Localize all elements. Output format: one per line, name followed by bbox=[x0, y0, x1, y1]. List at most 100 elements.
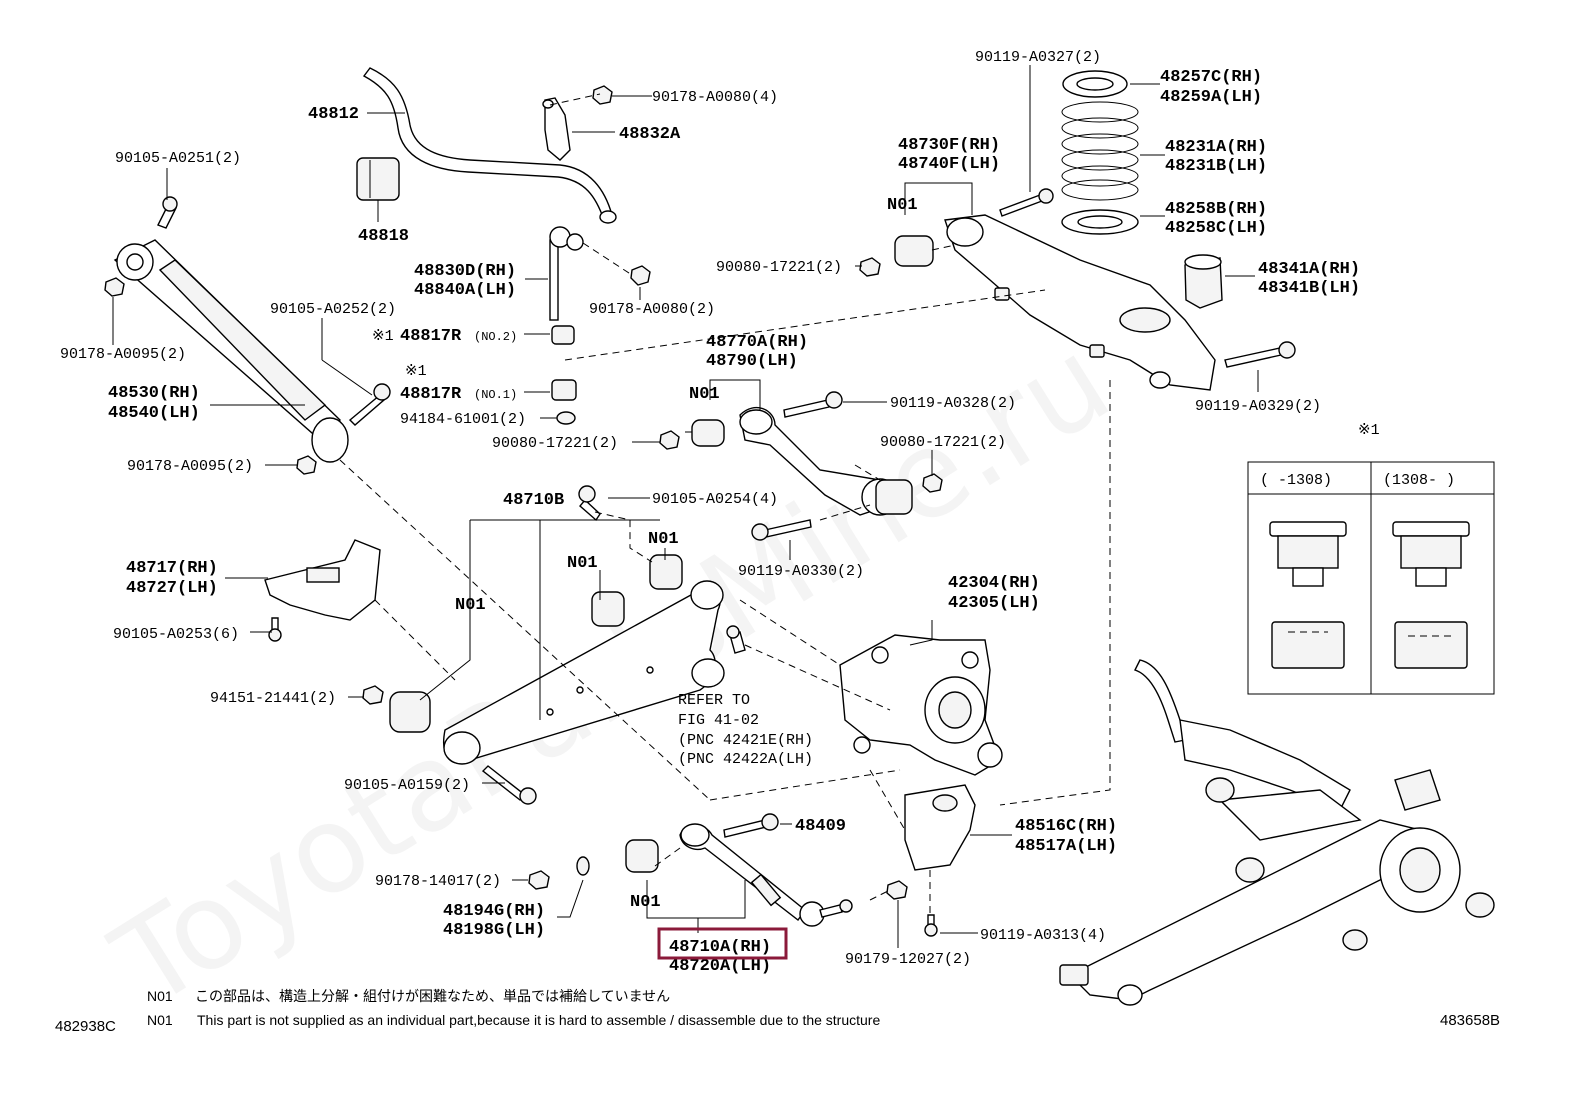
bolt-90119-a0328[interactable] bbox=[783, 391, 843, 418]
shock-top-bolt[interactable] bbox=[157, 196, 178, 229]
shock-bottom-bolt[interactable] bbox=[348, 383, 391, 426]
label-48740f[interactable]: 48740F(LH) bbox=[898, 155, 1000, 174]
label-48818[interactable]: 48818 bbox=[358, 227, 409, 246]
label-42304[interactable]: 42304(RH) bbox=[948, 574, 1040, 593]
spring-lower-seat[interactable] bbox=[1061, 209, 1139, 235]
stabilizer-bracket[interactable] bbox=[542, 97, 571, 161]
bolt-90119-a0329[interactable] bbox=[1224, 341, 1296, 368]
label-48710a[interactable]: 48710A(RH) bbox=[669, 938, 771, 957]
label-48770a[interactable]: 48770A(RH) bbox=[706, 333, 808, 352]
label-48727[interactable]: 48727(LH) bbox=[126, 579, 218, 598]
nut-90080-upper[interactable] bbox=[859, 257, 881, 277]
bump-stopper[interactable] bbox=[1184, 254, 1223, 309]
label-48341b[interactable]: 48341B(LH) bbox=[1258, 279, 1360, 298]
label-48790[interactable]: 48790(LH) bbox=[706, 352, 798, 371]
spring-upper-seat[interactable] bbox=[1062, 70, 1128, 98]
refer-line-4[interactable]: (PNC 42422A(LH) bbox=[678, 751, 813, 768]
stabilizer-bushing[interactable] bbox=[356, 157, 400, 201]
bolt-90105-a0253[interactable] bbox=[268, 617, 282, 642]
shock-absorber[interactable] bbox=[113, 239, 349, 463]
nut-90080-mid[interactable] bbox=[659, 430, 680, 450]
label-90178-14017[interactable]: 90178-14017(2) bbox=[375, 873, 501, 890]
trailing-arm-bushing-front[interactable] bbox=[389, 691, 431, 733]
label-90119-a0330[interactable]: 90119-A0330(2) bbox=[738, 563, 864, 580]
bushing-upper-arm-outer[interactable] bbox=[875, 479, 913, 515]
nut-90179[interactable] bbox=[886, 880, 908, 900]
label-48258c[interactable]: 48258C(LH) bbox=[1165, 219, 1267, 238]
trailing-arm-bushing-mid[interactable] bbox=[591, 591, 625, 627]
label-48198g[interactable]: 48198G(LH) bbox=[443, 921, 545, 940]
bolt-48409[interactable] bbox=[723, 813, 779, 838]
label-48710b[interactable]: 48710B bbox=[503, 491, 564, 510]
label-90119-a0329[interactable]: 90119-A0329(2) bbox=[1195, 398, 1321, 415]
lateral-arm-48710a[interactable] bbox=[679, 823, 825, 927]
washer-48194g[interactable] bbox=[576, 856, 590, 876]
label-90080-17221-left[interactable]: 90080-17221(2) bbox=[492, 435, 618, 452]
label-90178-a0095-bottom[interactable]: 90178-A0095(2) bbox=[127, 458, 253, 475]
label-48540[interactable]: 48540(LH) bbox=[108, 404, 200, 423]
label-48341a[interactable]: 48341A(RH) bbox=[1258, 260, 1360, 279]
refer-line-3[interactable]: (PNC 42421E(RH) bbox=[678, 732, 813, 749]
label-48231a[interactable]: 48231A(RH) bbox=[1165, 138, 1267, 157]
label-90105-a0254[interactable]: 90105-A0254(4) bbox=[652, 491, 778, 508]
bolt-90105-a0254[interactable] bbox=[578, 485, 601, 522]
rear-axle-carrier[interactable] bbox=[839, 634, 1003, 776]
label-48720a[interactable]: 48720A(LH) bbox=[669, 957, 771, 976]
bolt-90119-a0313[interactable] bbox=[924, 914, 938, 937]
label-90178-a0095-top[interactable]: 90178-A0095(2) bbox=[60, 346, 186, 363]
label-48517a[interactable]: 48517A(LH) bbox=[1015, 837, 1117, 856]
label-48259a[interactable]: 48259A(LH) bbox=[1160, 88, 1262, 107]
washer-94184[interactable] bbox=[556, 411, 576, 425]
label-90119-a0327[interactable]: 90119-A0327(2) bbox=[975, 49, 1101, 66]
bracket-48516c[interactable] bbox=[904, 784, 976, 871]
label-48817r-no2[interactable]: 48817R bbox=[400, 327, 462, 346]
label-48830d[interactable]: 48830D(RH) bbox=[414, 262, 516, 281]
lateral-arm-bushing[interactable] bbox=[625, 839, 659, 873]
label-94151-21441[interactable]: 94151-21441(2) bbox=[210, 690, 336, 707]
link-nut[interactable] bbox=[630, 265, 651, 286]
bolt-lateral-end[interactable] bbox=[819, 899, 853, 918]
bracket-48717[interactable] bbox=[264, 539, 381, 621]
trailing-arm-bushing-upper[interactable] bbox=[649, 554, 683, 590]
nut-90080-right[interactable] bbox=[922, 473, 943, 493]
label-90080-17221-upper[interactable]: 90080-17221(2) bbox=[716, 259, 842, 276]
label-90178-a0080-2[interactable]: 90178-A0080(2) bbox=[589, 301, 715, 318]
label-48832a[interactable]: 48832A bbox=[619, 125, 681, 144]
label-42305[interactable]: 42305(LH) bbox=[948, 594, 1040, 613]
shock-top-nut[interactable] bbox=[104, 277, 125, 297]
nut-90178-14017[interactable] bbox=[528, 870, 550, 890]
nut-94151[interactable] bbox=[362, 685, 384, 705]
shock-bottom-nut[interactable] bbox=[296, 455, 317, 475]
label-48516c[interactable]: 48516C(RH) bbox=[1015, 817, 1117, 836]
coil-spring[interactable] bbox=[1061, 101, 1139, 201]
refer-line-1[interactable]: REFER TO bbox=[678, 692, 750, 709]
label-90080-17221-right[interactable]: 90080-17221(2) bbox=[880, 434, 1006, 451]
trailing-arm-48710b[interactable] bbox=[443, 580, 725, 765]
bushing-48817r-no2[interactable] bbox=[551, 325, 575, 345]
label-48409[interactable]: 48409 bbox=[795, 817, 846, 836]
label-48530[interactable]: 48530(RH) bbox=[108, 384, 200, 403]
bolt-90119-a0327[interactable] bbox=[999, 188, 1054, 217]
label-48194g[interactable]: 48194G(RH) bbox=[443, 902, 545, 921]
label-90105-a0251[interactable]: 90105-A0251(2) bbox=[115, 150, 241, 167]
label-90119-a0328[interactable]: 90119-A0328(2) bbox=[890, 395, 1016, 412]
label-90105-a0159[interactable]: 90105-A0159(2) bbox=[344, 777, 470, 794]
label-48258b[interactable]: 48258B(RH) bbox=[1165, 200, 1267, 219]
stabilizer-bar[interactable] bbox=[362, 67, 617, 224]
label-90179-12027[interactable]: 90179-12027(2) bbox=[845, 951, 971, 968]
bolt-center[interactable] bbox=[726, 625, 746, 654]
label-48717[interactable]: 48717(RH) bbox=[126, 559, 218, 578]
label-48817r-no1[interactable]: 48817R bbox=[400, 385, 462, 404]
label-90105-a0253[interactable]: 90105-A0253(6) bbox=[113, 626, 239, 643]
bracket-nut[interactable] bbox=[592, 85, 613, 105]
stabilizer-link[interactable] bbox=[549, 226, 584, 321]
label-94184-61001[interactable]: 94184-61001(2) bbox=[400, 411, 526, 428]
bushing-48817r-no1[interactable] bbox=[551, 379, 577, 401]
refer-line-2[interactable]: FIG 41-02 bbox=[678, 712, 759, 729]
upper-arm-bushing[interactable] bbox=[691, 419, 725, 447]
bolt-90119-a0330[interactable] bbox=[751, 519, 812, 541]
label-48257c[interactable]: 48257C(RH) bbox=[1160, 68, 1262, 87]
label-48840a[interactable]: 48840A(LH) bbox=[414, 281, 516, 300]
label-48730f[interactable]: 48730F(RH) bbox=[898, 136, 1000, 155]
label-90119-a0313[interactable]: 90119-A0313(4) bbox=[980, 927, 1106, 944]
